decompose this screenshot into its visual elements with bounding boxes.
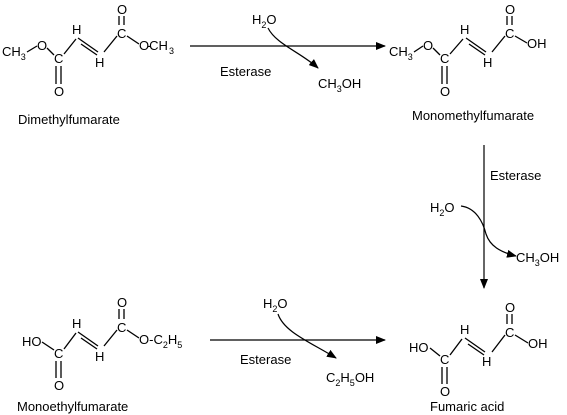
bond <box>468 43 486 56</box>
atom-carbonyl-c-right: C <box>505 325 514 340</box>
bond <box>26 45 38 53</box>
atom-ch3: CH3 <box>389 44 413 62</box>
reagent-water-3: H2O <box>263 296 288 314</box>
atom-carbonyl-o-right: O <box>117 2 127 17</box>
label-monoethylfumarate: Monoethylfumarate <box>17 399 128 414</box>
bond <box>63 38 77 55</box>
bond <box>491 35 506 53</box>
bond <box>63 332 77 350</box>
bond <box>465 37 487 53</box>
bond <box>467 343 485 356</box>
curved-arrow-2 <box>460 205 517 258</box>
atom-carbonyl-c-right: C <box>117 26 126 41</box>
atom-ho: HO <box>22 334 42 349</box>
label-dimethylfumarate: Dimethylfumarate <box>18 112 120 127</box>
molecule-fumaric-acid: HO C O H H C O OH <box>409 300 548 399</box>
atom-carbonyl-o-left: O <box>54 84 64 99</box>
bond <box>449 338 463 356</box>
atom-h-lower: H <box>95 55 104 70</box>
atom-carbonyl-o-bottom: O <box>440 384 450 399</box>
bond <box>464 337 486 353</box>
bond <box>429 347 441 357</box>
atom-carbonyl-c-left: C <box>54 346 63 361</box>
atom-carbonyl-o-bottom: O <box>54 378 64 393</box>
bond <box>41 341 55 351</box>
atom-ch3-left: CH3 <box>2 44 26 62</box>
bond <box>77 331 99 347</box>
atom-carbonyl-c-left: C <box>440 352 449 367</box>
atom-h-upper: H <box>460 322 469 337</box>
bond <box>449 38 464 55</box>
enzyme-label-1: Esterase <box>220 64 271 79</box>
molecule-monomethylfumarate: CH3 O C O H H C O OH <box>389 2 547 99</box>
bond <box>413 45 424 53</box>
enzyme-label-2: Esterase <box>490 168 541 183</box>
bond <box>126 329 140 339</box>
molecule-dimethylfumarate: CH3 O C O H H C O OCH 3 - <box>2 2 174 99</box>
atom-h-upper: H <box>72 316 81 331</box>
atom-carbonyl-c-left: C <box>54 51 63 66</box>
curved-arrow-3 <box>277 313 337 359</box>
atom-carbonyl-o-bottom: O <box>440 84 450 99</box>
atom-dash: - <box>147 38 151 53</box>
atom-ester-o: O <box>423 38 433 53</box>
label-monomethylfumarate: Monomethylfumarate <box>412 108 534 123</box>
bond <box>126 35 140 45</box>
atom-ch3-right-sub: 3 <box>169 46 174 56</box>
atom-carbonyl-c: C <box>440 51 449 66</box>
atom-och3-right: OCH <box>139 38 168 53</box>
bond <box>491 334 506 353</box>
bond <box>80 337 98 350</box>
bond <box>514 334 529 344</box>
bond <box>103 35 118 53</box>
atom-oh: OH <box>527 36 547 51</box>
bond <box>514 35 528 44</box>
atom-h-lower: H <box>95 349 104 364</box>
atom-oh: OH <box>528 336 548 351</box>
atom-h-upper: H <box>460 22 469 37</box>
reaction-2: Esterase H2O CH3OH <box>430 145 559 289</box>
atom-h-lower: H <box>482 354 491 369</box>
byproduct-methanol-1: CH3OH <box>318 76 361 94</box>
atom-h-upper: H <box>72 22 81 37</box>
atom-ho: HO <box>409 340 429 355</box>
bond <box>77 37 99 53</box>
label-fumaric-acid: Fumaric acid <box>430 399 504 414</box>
atom-carbonyl-o-top: O <box>505 300 515 315</box>
atom-ester-o-left: O <box>37 38 47 53</box>
byproduct-methanol-2: CH3OH <box>516 250 559 268</box>
reaction-1: H2O Esterase CH3OH <box>190 12 386 94</box>
bond <box>46 47 55 56</box>
curved-arrow-1 <box>267 27 319 69</box>
reagent-water-2: H2O <box>430 200 455 218</box>
atom-carbonyl-c-right: C <box>117 320 126 335</box>
bond <box>80 43 98 56</box>
byproduct-ethanol: C2H5OH <box>326 370 374 388</box>
atom-h-lower: H <box>483 55 492 70</box>
reagent-water-1: H2O <box>252 12 277 30</box>
molecule-monoethylfumarate: HO C O H H C O O-C2H5 <box>22 295 182 393</box>
atom-oc2h5: O-C2H5 <box>139 332 182 350</box>
atom-carbonyl-o-top: O <box>117 295 127 310</box>
atom-carbonyl-o-top: O <box>505 2 515 17</box>
atom-carbonyl-c-right: C <box>505 26 514 41</box>
reaction-3: H2O Esterase C2H5OH <box>210 296 386 388</box>
enzyme-label-3: Esterase <box>240 352 291 367</box>
bond <box>432 47 441 56</box>
bond <box>103 329 118 347</box>
